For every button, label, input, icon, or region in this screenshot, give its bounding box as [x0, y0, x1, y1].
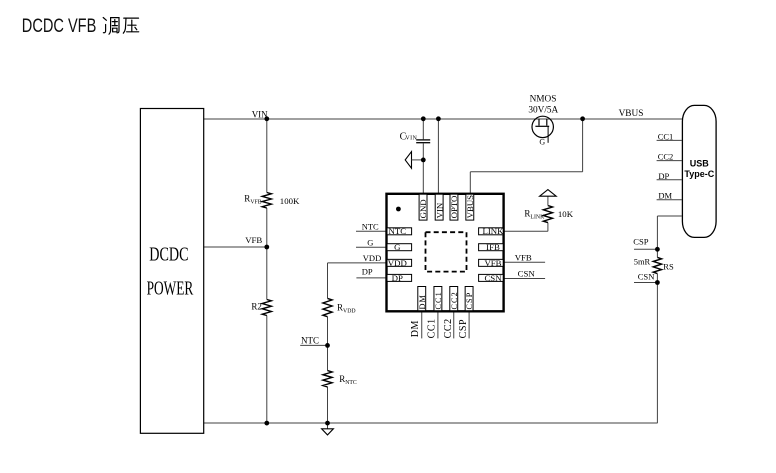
svg-text:R2: R2 [251, 302, 262, 312]
svg-text:DP: DP [362, 266, 373, 276]
svg-text:GND: GND [418, 199, 428, 218]
svg-text:CC2: CC2 [450, 291, 459, 309]
svg-text:DP: DP [658, 171, 669, 181]
svg-text:LINK: LINK [482, 226, 504, 236]
svg-text:VIN: VIN [434, 202, 444, 218]
svg-text:100K: 100K [280, 196, 300, 206]
svg-text:30V/5A: 30V/5A [528, 106, 558, 116]
svg-text:CSP: CSP [633, 236, 649, 246]
svg-text:CSP: CSP [458, 319, 469, 339]
svg-text:VBUS: VBUS [619, 109, 644, 119]
svg-text:CC2: CC2 [658, 152, 674, 162]
svg-text:VFB: VFB [245, 235, 262, 245]
svg-text:CC2: CC2 [443, 318, 454, 338]
svg-text:RS: RS [663, 261, 674, 271]
svg-text:NTC: NTC [301, 335, 319, 345]
svg-text:VDD: VDD [363, 253, 381, 263]
svg-text:VIN: VIN [405, 135, 417, 141]
svg-text:USB: USB [690, 159, 710, 169]
svg-text:DM: DM [410, 320, 421, 337]
svg-text:OPTO: OPTO [449, 196, 459, 219]
svg-text:DP: DP [392, 273, 403, 283]
svg-text:VBUS: VBUS [465, 195, 475, 219]
svg-text:DM: DM [418, 294, 427, 309]
svg-text:5mR: 5mR [634, 256, 651, 266]
svg-text:VIN: VIN [252, 109, 268, 119]
svg-text:G: G [394, 242, 401, 252]
svg-text:CSN: CSN [638, 272, 656, 282]
svg-text:10K: 10K [558, 209, 574, 219]
svg-text:C: C [400, 131, 407, 142]
svg-text:CSN: CSN [484, 273, 502, 283]
svg-text:IFB: IFB [486, 242, 500, 252]
svg-text:NMOS: NMOS [530, 95, 557, 105]
svg-text:DCDC: DCDC [149, 244, 188, 266]
svg-text:VFB: VFB [515, 253, 532, 263]
svg-text:Type-C: Type-C [684, 169, 714, 179]
svg-text:CC1: CC1 [434, 291, 443, 309]
svg-text:CC1: CC1 [426, 318, 437, 338]
svg-text:NTC: NTC [388, 226, 406, 236]
svg-text:VDD: VDD [388, 258, 407, 268]
svg-text:DCDC VFB: DCDC VFB [22, 16, 97, 37]
svg-text:DM: DM [658, 191, 672, 201]
svg-text:CC1: CC1 [658, 132, 674, 142]
svg-text:VFB: VFB [484, 258, 501, 268]
svg-text:POWER: POWER [147, 277, 194, 299]
svg-text:G: G [367, 237, 373, 247]
svg-text:NTC: NTC [362, 222, 379, 232]
svg-text:CSN: CSN [518, 268, 536, 278]
svg-text:G: G [539, 137, 545, 146]
svg-text:CSP: CSP [465, 292, 474, 310]
